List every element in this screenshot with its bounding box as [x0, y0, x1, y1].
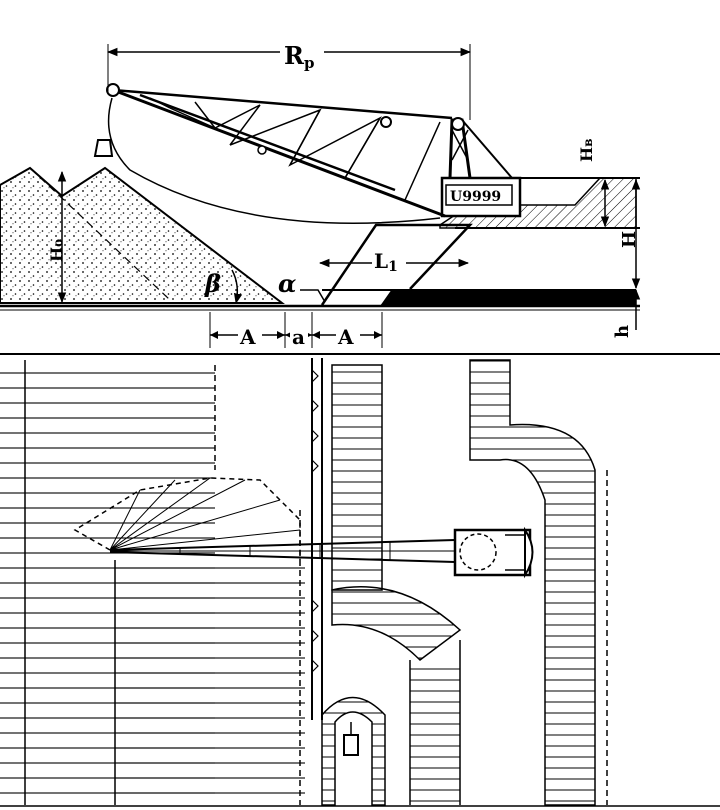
l1-label: L1 [374, 249, 398, 275]
rp-label: Rp [284, 41, 314, 72]
upper-machine-plan [453, 526, 534, 579]
boom-plan [109, 539, 456, 563]
dim-a-left: A [239, 325, 256, 349]
hv-label: Hв [577, 139, 596, 162]
plan-view [0, 353, 720, 807]
ho-label: Ho [47, 239, 66, 262]
machine-plate: U9999 [450, 189, 501, 205]
trench-channel [311, 358, 323, 720]
lower-machine [343, 734, 359, 756]
spoil-strip-mid [115, 560, 305, 805]
coal-seam [380, 289, 636, 306]
boom [106, 83, 453, 218]
curved-berm [331, 586, 462, 661]
dump-fan [73, 477, 301, 560]
dim-gap: a [292, 325, 305, 349]
width-dimensions: A a A [209, 312, 383, 349]
lower-arch [321, 696, 386, 806]
dragline-machine: U9999 [440, 117, 522, 218]
spoil-pile [0, 166, 285, 304]
trench-bank-mid [331, 364, 383, 591]
swing-arc [107, 97, 441, 224]
angle-alpha-label: α [278, 269, 296, 298]
bucket [93, 139, 114, 157]
seam-thickness-label: h [612, 325, 633, 338]
dim-a-right: A [337, 325, 354, 349]
h-total-label: H [619, 231, 640, 248]
haul-road [469, 359, 596, 806]
angle-beta-label: β [204, 269, 221, 298]
cross-section-view: U9999 Rp Hв [0, 38, 641, 349]
